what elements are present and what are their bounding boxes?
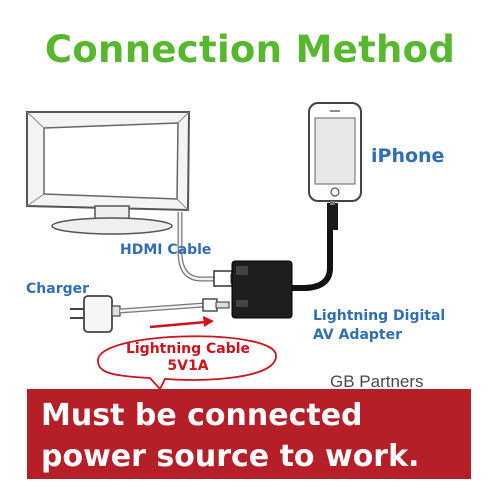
red-arrow [149, 316, 214, 329]
lightning-cable-callout [97, 335, 277, 391]
lightning-cable-label: Lightning Cable [125, 341, 251, 357]
adapter-label: Lightning Digital AV Adapter [313, 307, 445, 345]
adapter-label-line1: Lightning Digital [313, 308, 446, 324]
lightning-cable [119, 298, 230, 314]
lightning-cable-spec: 5V1A [167, 358, 209, 374]
charger-label: Charger [26, 281, 90, 297]
iphone-label: iPhone [371, 145, 445, 167]
adapter-label-line2: AV Adapter [313, 327, 403, 343]
iphone-illustration [308, 102, 362, 230]
watermark-text: GB Partners [330, 372, 424, 391]
charger-illustration [70, 295, 121, 333]
hdmi-cable-label: HDMI Cable [120, 242, 212, 258]
warning-banner: Must be connected power source to work. [27, 389, 471, 479]
monitor-illustration [26, 111, 191, 235]
lightning-cable-callout-text: Lightning Cable 5V1A [100, 341, 276, 375]
warning-text: Must be connected power source to work. [41, 395, 465, 477]
diagram-title: Connection Method [44, 28, 456, 71]
warning-line1: Must be connected [41, 398, 363, 433]
warning-line2: power source to work. [41, 439, 420, 474]
av-adapter [231, 228, 333, 319]
